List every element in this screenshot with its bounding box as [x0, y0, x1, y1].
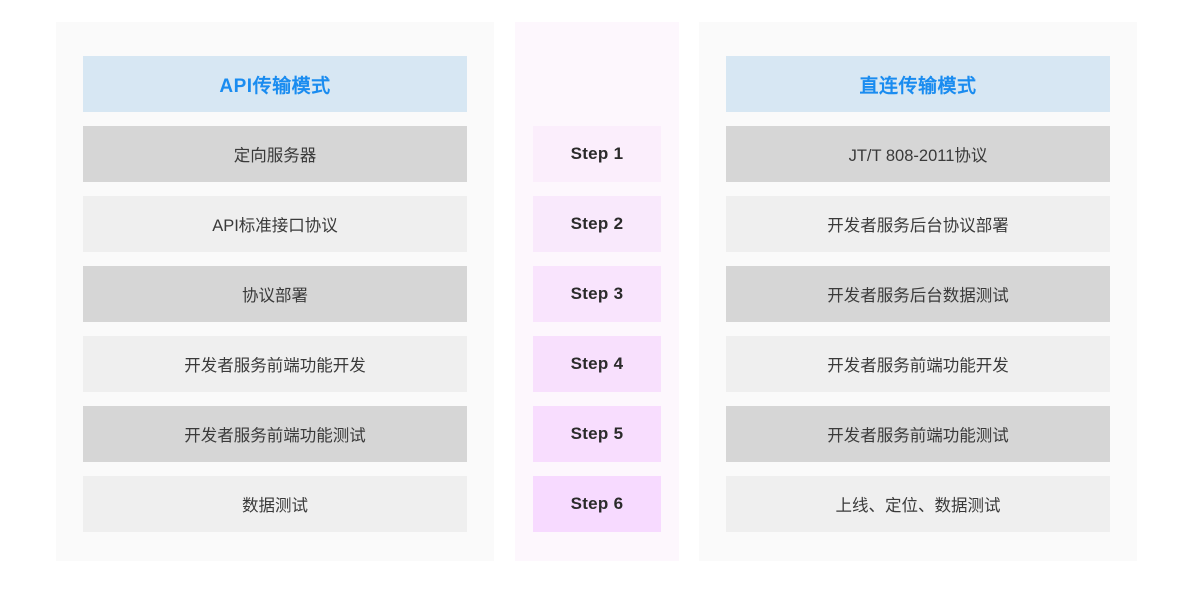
panel-steps: Step 1 Step 2 Step 3 Step 4 Step 5 Step …	[515, 22, 679, 561]
step-4[interactable]: Step 4	[533, 336, 661, 392]
left-card-column: API传输模式 定向服务器 API标准接口协议 协议部署 开发者服务前端功能开发…	[83, 56, 467, 532]
right-row-3[interactable]: 开发者服务后台数据测试	[726, 266, 1110, 322]
step-card-column: Step 1 Step 2 Step 3 Step 4 Step 5 Step …	[533, 126, 661, 532]
step-1[interactable]: Step 1	[533, 126, 661, 182]
step-5[interactable]: Step 5	[533, 406, 661, 462]
left-row-3[interactable]: 协议部署	[83, 266, 467, 322]
left-row-2[interactable]: API标准接口协议	[83, 196, 467, 252]
left-row-5[interactable]: 开发者服务前端功能测试	[83, 406, 467, 462]
right-card-column: 直连传输模式 JT/T 808-2011协议 开发者服务后台协议部署 开发者服务…	[726, 56, 1110, 532]
left-column-header: API传输模式	[83, 56, 467, 112]
left-row-1[interactable]: 定向服务器	[83, 126, 467, 182]
step-3[interactable]: Step 3	[533, 266, 661, 322]
right-row-6[interactable]: 上线、定位、数据测试	[726, 476, 1110, 532]
right-row-1[interactable]: JT/T 808-2011协议	[726, 126, 1110, 182]
panel-direct-transfer-mode: 直连传输模式 JT/T 808-2011协议 开发者服务后台协议部署 开发者服务…	[699, 22, 1137, 561]
step-2[interactable]: Step 2	[533, 196, 661, 252]
right-column-header: 直连传输模式	[726, 56, 1110, 112]
panel-api-transfer-mode: API传输模式 定向服务器 API标准接口协议 协议部署 开发者服务前端功能开发…	[56, 22, 494, 561]
right-row-4[interactable]: 开发者服务前端功能开发	[726, 336, 1110, 392]
right-row-2[interactable]: 开发者服务后台协议部署	[726, 196, 1110, 252]
step-6[interactable]: Step 6	[533, 476, 661, 532]
left-row-6[interactable]: 数据测试	[83, 476, 467, 532]
right-row-5[interactable]: 开发者服务前端功能测试	[726, 406, 1110, 462]
left-row-4[interactable]: 开发者服务前端功能开发	[83, 336, 467, 392]
